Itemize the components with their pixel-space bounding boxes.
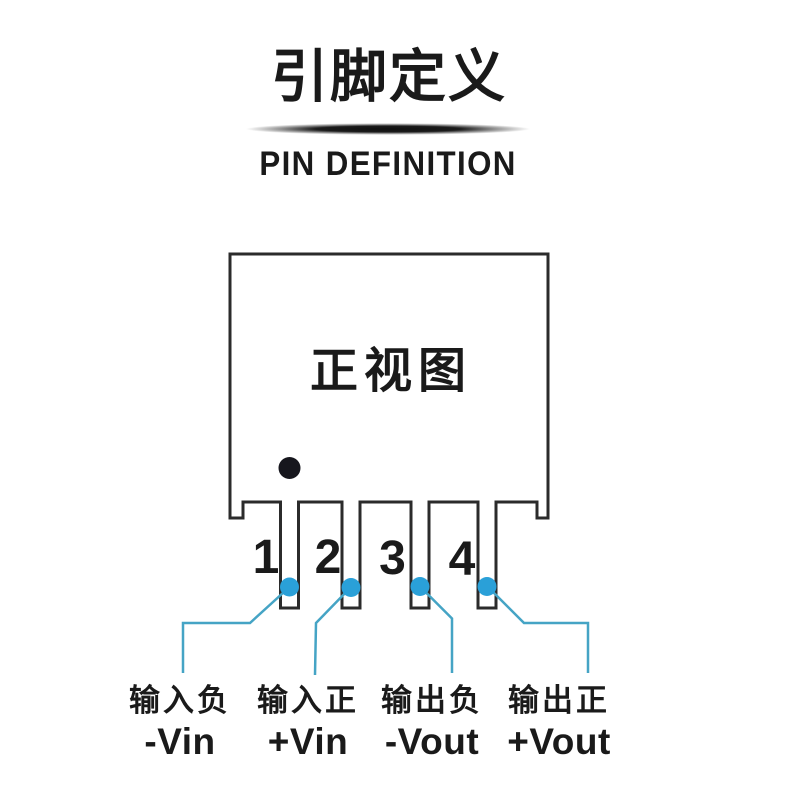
pin1-marker-dot bbox=[278, 457, 301, 479]
pin-dot-3 bbox=[410, 577, 430, 596]
leader-line-3 bbox=[419, 585, 454, 673]
pin-label-1-en: -Vin bbox=[144, 721, 216, 762]
pin-number-3: 3 bbox=[379, 532, 406, 585]
pin-label-3-en: -Vout bbox=[384, 721, 480, 762]
front-view-label: 正视图 bbox=[310, 345, 472, 398]
page-subtitle: PIN DEFINITION bbox=[259, 145, 517, 183]
pin-label-1-zh: 输入负 bbox=[129, 683, 231, 718]
pin-label-4-zh: 输出正 bbox=[507, 683, 610, 718]
pin-label-4: 输出正 +Vout bbox=[507, 683, 611, 762]
pin-label-1: 输入负 -Vin bbox=[129, 683, 231, 762]
pin-number-2: 2 bbox=[315, 531, 342, 584]
pin-label-2: 输入正 +Vin bbox=[257, 683, 359, 762]
leader-line-2 bbox=[313, 586, 352, 676]
pin-dot-2 bbox=[341, 578, 361, 597]
pin-dot-1 bbox=[280, 577, 299, 597]
pin-label-4-en: +Vout bbox=[507, 721, 611, 762]
pin-number-4: 4 bbox=[449, 533, 476, 586]
page-title: 引脚定义 bbox=[271, 45, 507, 109]
pin-label-2-zh: 输入正 bbox=[257, 683, 359, 718]
pin-label-3: 输出负 -Vout bbox=[381, 683, 483, 762]
leader-line-4 bbox=[486, 585, 590, 673]
pin-dot-4 bbox=[477, 577, 497, 596]
pin-label-2-en: +Vin bbox=[267, 721, 349, 762]
title-divider bbox=[243, 123, 533, 135]
leader-line-1 bbox=[181, 586, 291, 673]
pin-label-3-zh: 输出负 bbox=[381, 683, 483, 718]
component-outline bbox=[228, 252, 550, 610]
pin-number-1: 1 bbox=[253, 531, 280, 584]
